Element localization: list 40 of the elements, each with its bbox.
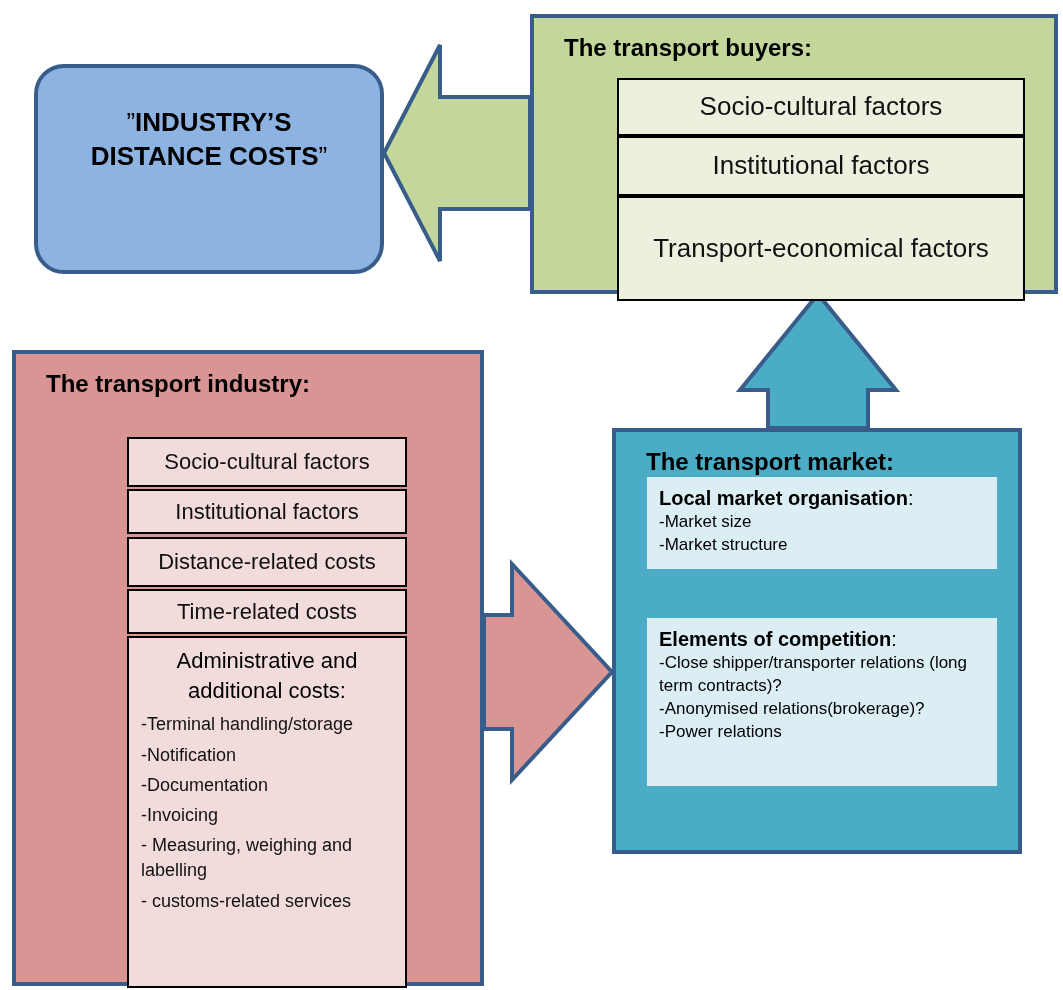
factor-label: Socio-cultural factors xyxy=(699,90,943,124)
list-item: -Market size xyxy=(659,511,752,533)
list-item: -Invoicing xyxy=(141,803,220,827)
factor-label: Transport-economical factors xyxy=(653,231,989,265)
factor-label: Time-related costs xyxy=(176,597,358,626)
block-arrow xyxy=(482,558,615,786)
factor-box xyxy=(127,489,407,534)
list-item: -Market structure xyxy=(659,533,788,556)
panel-heading: The transport industry: xyxy=(46,370,310,398)
cost-box xyxy=(127,636,407,988)
list-item: -Notification xyxy=(141,743,238,767)
factor-box xyxy=(617,136,1025,196)
list-item: - customs-related services xyxy=(141,889,353,913)
factor-box xyxy=(617,196,1025,301)
box-heading: Administrative and additional costs: xyxy=(175,647,359,705)
list-item: - Measuring, weighing and labelling xyxy=(141,834,354,883)
block-arrow xyxy=(381,43,532,263)
info-box xyxy=(647,618,997,786)
title-text: ”INDUSTRY’S DISTANCE COSTS” xyxy=(89,106,329,173)
factor-box xyxy=(127,537,407,587)
panel-heading: The transport buyers: xyxy=(564,34,813,62)
factor-box xyxy=(127,589,407,634)
factor-label: Institutional factors xyxy=(175,497,359,526)
list-item: -Documentation xyxy=(141,773,270,797)
group-panel xyxy=(12,350,484,986)
list-item: -Power relations xyxy=(659,720,782,743)
box-heading: Local market organisation: xyxy=(659,486,914,511)
factor-label: Socio-cultural factors xyxy=(164,448,370,477)
group-panel xyxy=(612,428,1022,854)
result-box xyxy=(34,64,384,274)
factor-box xyxy=(617,78,1025,136)
box-heading: Elements of competition: xyxy=(659,627,897,652)
factor-box xyxy=(127,437,407,487)
panel-heading: The transport market: xyxy=(646,448,895,476)
list-item: -Anonymised relations(brokerage)? xyxy=(659,697,925,720)
list-item: -Terminal handling/storage xyxy=(141,713,355,737)
factor-label: Institutional factors xyxy=(712,149,930,183)
list-item: -Close shipper/transporter relations (long term contracts)? xyxy=(659,652,969,697)
factor-label: Distance-related costs xyxy=(158,548,376,577)
info-box xyxy=(647,477,997,569)
